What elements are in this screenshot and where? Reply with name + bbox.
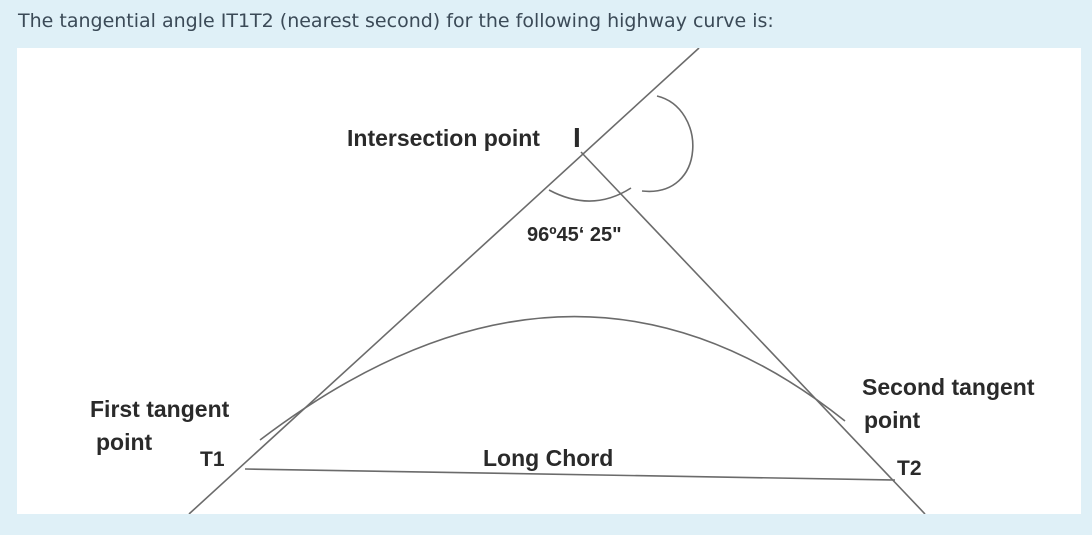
second-tangent-label: Second tangent — [862, 374, 1035, 400]
intersection-marker: I — [573, 122, 581, 153]
long-chord-line — [244, 468, 896, 481]
curve-arc — [259, 315, 846, 441]
question-text: The tangential angle IT1T2 (nearest seco… — [18, 10, 774, 32]
first-tangent-line — [188, 48, 700, 514]
diagram-canvas: Intersection point I 96º45‘ 25" First ta… — [90, 48, 1035, 514]
first-tangent-label-point: point — [96, 429, 153, 455]
curve-diagram: Intersection point I 96º45‘ 25" First ta… — [17, 48, 1081, 514]
deflection-angle-arc — [641, 95, 694, 192]
long-chord-label: Long Chord — [483, 445, 613, 471]
intersection-point-label: Intersection point — [347, 125, 540, 151]
first-tangent-label: First tangent — [90, 396, 230, 422]
second-tangent-line — [580, 151, 926, 514]
second-tangent-label-point: point — [864, 407, 921, 433]
interior-angle-arc — [548, 187, 632, 202]
t1-label: T1 — [200, 448, 225, 471]
t2-label: T2 — [897, 457, 922, 480]
angle-label: 96º45‘ 25" — [527, 224, 622, 246]
